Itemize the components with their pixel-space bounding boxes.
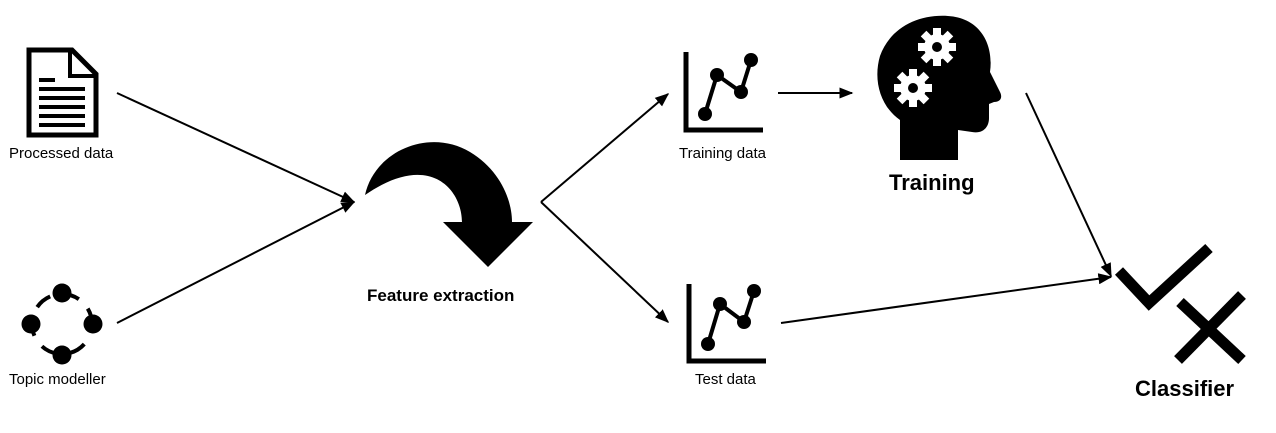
node-label-test-data: Test data	[695, 371, 756, 388]
edge-feature-to-test-data	[540, 201, 670, 323]
line-chart-icon	[683, 52, 763, 133]
document-icon	[26, 47, 99, 138]
edge-feature-to-training-data	[540, 93, 670, 203]
cycle-network-icon	[21, 283, 103, 365]
head-gears-icon	[877, 15, 1002, 160]
node-label-processed-data: Processed data	[9, 145, 114, 162]
edge-training-to-classifier	[1025, 92, 1112, 278]
node-label-feature-extraction: Feature extraction	[367, 286, 515, 305]
edge-topic-to-feature	[116, 201, 356, 324]
node-label-topic-modeller: Topic modeller	[9, 371, 106, 388]
node-label-training: Training	[889, 170, 975, 195]
node-label-training-data: Training data	[679, 145, 766, 162]
edge-processed-to-feature	[116, 92, 356, 203]
edge-test-data-to-classifier	[780, 273, 1113, 324]
check-cross-icon	[1114, 243, 1246, 365]
curved-arrow-icon	[365, 142, 533, 267]
node-label-classifier: Classifier	[1135, 376, 1235, 401]
line-chart-icon	[686, 284, 766, 364]
